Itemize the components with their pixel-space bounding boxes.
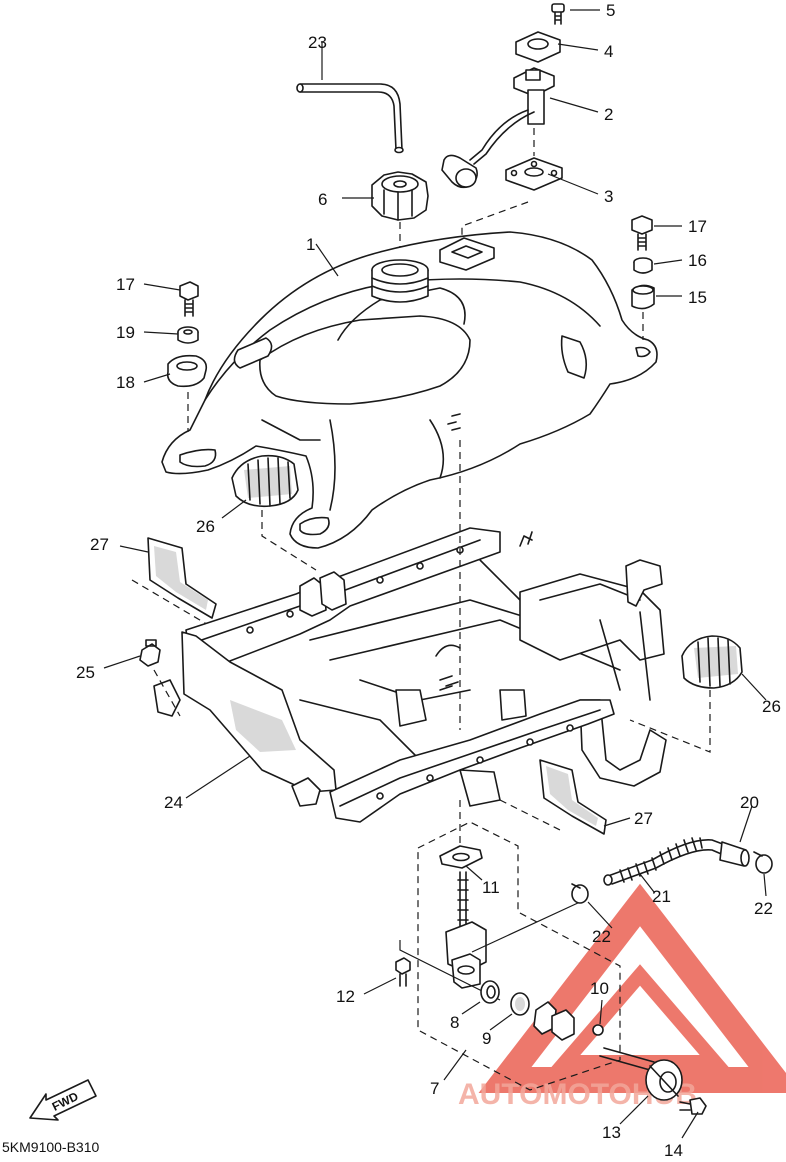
part-27-plate-upper bbox=[147, 537, 217, 619]
part-7-fuel-cock bbox=[445, 871, 487, 989]
part-22-clamp-left bbox=[571, 883, 589, 904]
callout-4: 4 bbox=[604, 42, 613, 61]
part-5-bolt bbox=[551, 3, 565, 25]
callout-21: 21 bbox=[652, 887, 671, 906]
part-13-lever bbox=[599, 1047, 683, 1101]
callout-17-right: 17 bbox=[688, 217, 707, 236]
callout-18: 18 bbox=[116, 373, 135, 392]
callout-26-lower: 26 bbox=[762, 697, 781, 716]
part-26-damper-upper bbox=[231, 454, 299, 508]
part-25-clip bbox=[139, 639, 161, 667]
part-14-screw bbox=[679, 1097, 707, 1115]
callout-6: 6 bbox=[318, 190, 327, 209]
callout-3: 3 bbox=[604, 187, 613, 206]
callout-8: 8 bbox=[450, 1013, 459, 1032]
part-26-damper-lower bbox=[681, 635, 743, 689]
part-18-damper-left bbox=[166, 354, 208, 388]
part-12-screw bbox=[395, 957, 411, 987]
callout-10: 10 bbox=[590, 979, 609, 998]
forward-direction-arrow: FWD bbox=[29, 1079, 97, 1121]
callout-5: 5 bbox=[606, 1, 615, 20]
part-20-hose-cover bbox=[719, 841, 750, 867]
callout-1: 1 bbox=[306, 235, 315, 254]
watermark-triangle-inner bbox=[549, 964, 731, 1069]
callout-20: 20 bbox=[740, 793, 759, 812]
callout-27-lower: 27 bbox=[634, 809, 653, 828]
part-3-gasket-plate bbox=[505, 157, 563, 191]
callout-22-right: 22 bbox=[754, 899, 773, 918]
part-9-washer bbox=[510, 992, 530, 1016]
callout-15: 15 bbox=[688, 288, 707, 307]
part-1-fuel-tank bbox=[161, 231, 658, 549]
part-11-gasket bbox=[439, 845, 483, 869]
part-22-clamp-right bbox=[753, 851, 773, 874]
part-27-plate-lower bbox=[539, 759, 607, 835]
callout-17-left: 17 bbox=[116, 275, 135, 294]
callout-labels: 1 2 3 4 5 6 7 8 9 10 11 12 13 14 15 16 1… bbox=[76, 1, 781, 1160]
guide-line-gauge-tank bbox=[461, 201, 529, 238]
part-19-collar-left bbox=[177, 326, 199, 344]
guide-line-cock bbox=[399, 940, 501, 1001]
part-6-fuel-cap bbox=[371, 171, 429, 221]
callout-19: 19 bbox=[116, 323, 135, 342]
part-15-damper-right bbox=[631, 284, 655, 310]
guide-line-cock-hose bbox=[471, 901, 581, 953]
part-17-bolt-right bbox=[631, 215, 653, 251]
callout-16: 16 bbox=[688, 251, 707, 270]
guide-line-damper-lower bbox=[629, 690, 711, 753]
part-16-collar-right bbox=[633, 257, 653, 274]
callout-leaders bbox=[103, 9, 767, 1139]
callout-2: 2 bbox=[604, 105, 613, 124]
part-10-filter bbox=[533, 1001, 604, 1041]
part-23-breather-hose bbox=[296, 83, 404, 154]
part-24-frame bbox=[153, 527, 667, 823]
callout-26-upper: 26 bbox=[196, 517, 215, 536]
guide-line-plate-lower bbox=[499, 799, 561, 831]
guide-line-plate-upper bbox=[131, 579, 211, 627]
drawing-code: 5KM9100-B310 bbox=[2, 1139, 100, 1155]
watermark-triangle-outer bbox=[478, 883, 786, 1093]
callout-12: 12 bbox=[336, 987, 355, 1006]
callout-7: 7 bbox=[430, 1079, 439, 1098]
callout-9: 9 bbox=[482, 1029, 491, 1048]
callout-13: 13 bbox=[602, 1123, 621, 1142]
part-4-gauge-cover bbox=[515, 31, 561, 63]
part-8-o-ring bbox=[480, 980, 500, 1004]
guide-line-damper-upper bbox=[261, 510, 317, 571]
callout-24: 24 bbox=[164, 793, 183, 812]
callout-27-upper: 27 bbox=[90, 535, 109, 554]
callout-23: 23 bbox=[308, 33, 327, 52]
part-21-fuel-hose bbox=[603, 837, 729, 886]
callout-11: 11 bbox=[482, 878, 500, 897]
part-17-bolt-left bbox=[179, 281, 199, 317]
callout-14: 14 bbox=[664, 1141, 683, 1157]
callout-25: 25 bbox=[76, 663, 95, 682]
part-2-gauge-unit bbox=[441, 67, 555, 189]
petcock-group-box bbox=[417, 821, 621, 1091]
callout-22-left: 22 bbox=[592, 927, 611, 946]
guide-line-clip bbox=[153, 669, 181, 717]
